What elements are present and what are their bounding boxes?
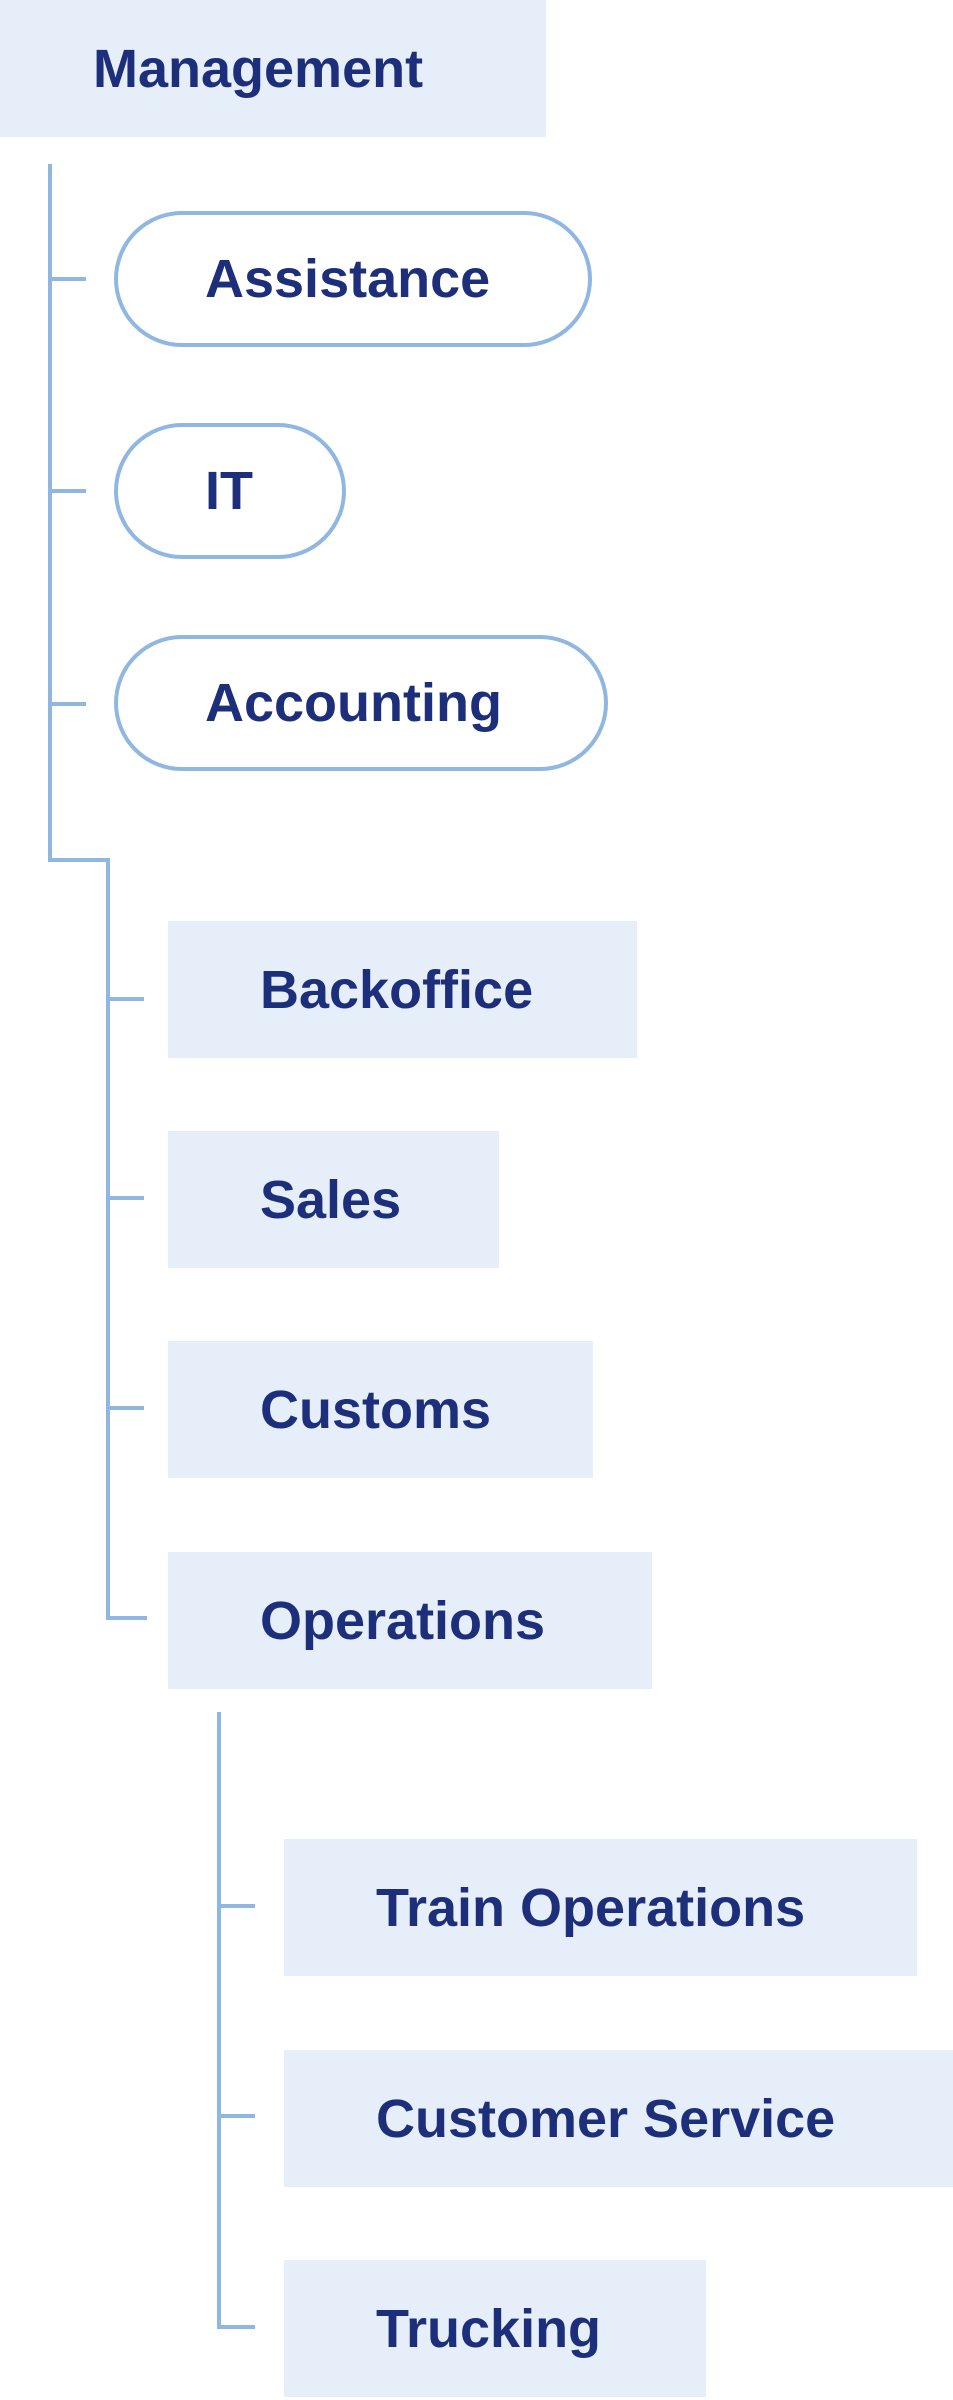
node-accounting: Accounting	[114, 635, 608, 771]
node-label: Customer Service	[376, 2088, 836, 2149]
node-assistance: Assistance	[114, 211, 592, 347]
node-customs: Customs	[168, 1341, 593, 1478]
node-trucking: Trucking	[284, 2260, 706, 2397]
node-management: Management	[0, 0, 546, 137]
node-label: Train Operations	[376, 1877, 806, 1938]
node-sales: Sales	[168, 1131, 499, 1268]
node-train-operations: Train Operations	[284, 1839, 917, 1976]
node-label: Customs	[260, 1379, 492, 1440]
node-label: Operations	[260, 1590, 546, 1651]
node-it: IT	[114, 423, 346, 559]
node-label: Assistance	[205, 249, 491, 309]
node-customer-service: Customer Service	[284, 2050, 953, 2187]
node-label: IT	[205, 461, 253, 521]
node-label: Trucking	[376, 2298, 602, 2359]
node-backoffice: Backoffice	[168, 921, 637, 1058]
node-label: Sales	[260, 1169, 402, 1230]
node-label: Management	[93, 38, 424, 99]
node-operations: Operations	[168, 1552, 652, 1689]
node-label: Accounting	[205, 673, 502, 733]
node-label: Backoffice	[260, 959, 534, 1020]
